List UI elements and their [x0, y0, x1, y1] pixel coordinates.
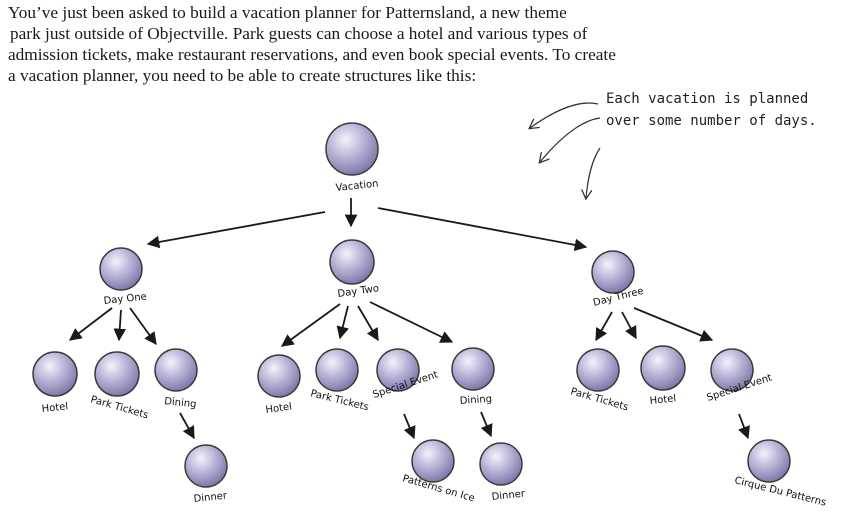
label-d1-dining: Dining: [164, 396, 197, 410]
node-d2-patterns-on-ice: [411, 439, 455, 483]
edge-day-two-special-event: [357, 305, 379, 342]
label-vacation: Vacation: [335, 179, 379, 194]
label-d1-hotel: Hotel: [41, 401, 69, 415]
label-d2-hotel: Hotel: [265, 401, 293, 416]
edge-day-one-hotel: [68, 307, 113, 341]
nodes: [32, 122, 791, 488]
node-d2-dinner: [479, 442, 523, 486]
edge-day-three-park-tickets: [595, 311, 613, 342]
edge-vacation-day-one: [146, 211, 326, 249]
handwritten-annotation: Each vacation is planned over some numbe…: [606, 88, 817, 132]
intro-line: You’ve just been asked to build a vacati…: [8, 3, 567, 22]
annotation-arrow: [530, 102, 599, 128]
edge-dining-dinner-2: [480, 411, 493, 438]
node-d3-park-tickets: [576, 348, 620, 392]
label-day-one: Day One: [103, 292, 147, 307]
node-d3-cirque: [747, 439, 791, 483]
intro-line: park just outside of Objectville. Park g…: [10, 24, 588, 43]
node-d2-hotel: [257, 354, 301, 398]
edge-day-two-hotel: [280, 303, 341, 347]
node-vacation: [325, 122, 379, 176]
annotation-arrow: [540, 117, 601, 162]
node-d1-dining: [154, 348, 198, 392]
node-d1-hotel: [32, 351, 78, 397]
intro-paragraph: You’ve just been asked to build a vacati…: [8, 2, 708, 86]
node-d3-hotel: [640, 345, 686, 391]
edge-day-two-dining: [369, 301, 454, 343]
label-d3-cirque: Cirque Du Patterns: [733, 475, 827, 508]
node-d1-park-tickets: [94, 351, 140, 397]
edge-vacation-day-three: [377, 207, 588, 252]
intro-line: a vacation planner, you need to be able …: [8, 66, 477, 85]
label-d3-hotel: Hotel: [649, 393, 677, 407]
node-d2-special-event: [376, 348, 420, 392]
edge-special-event-patterns-on-ice: [403, 413, 416, 440]
connectors: [68, 198, 750, 440]
edge-dining-dinner: [179, 412, 195, 440]
edge-day-one-dining: [129, 307, 157, 346]
label-d2-dining: Dining: [459, 394, 492, 407]
annotation-line: over some number of days.: [606, 113, 817, 129]
node-day-two: [329, 239, 375, 285]
label-d1-park-tickets: Park Tickets: [89, 394, 149, 421]
label-d1-dinner: Dinner: [193, 490, 228, 505]
label-d2-dinner: Dinner: [491, 488, 526, 503]
node-day-three: [591, 250, 635, 294]
annotation-arrows: [530, 102, 601, 198]
label-day-two: Day Two: [337, 283, 380, 300]
edge-day-one-park-tickets: [113, 309, 127, 342]
intro-line: admission tickets, make restaurant reser…: [8, 45, 616, 64]
node-day-one: [99, 247, 143, 291]
annotation-arrow: [586, 147, 601, 198]
edge-special-event-cirque: [738, 413, 750, 440]
edge-day-three-special-event: [633, 307, 714, 342]
edge-day-three-hotel: [621, 311, 637, 340]
node-d1-dinner: [184, 444, 228, 488]
edge-day-two-park-tickets: [336, 305, 349, 340]
label-d2-park-tickets: Park Tickets: [309, 388, 369, 413]
node-d2-dining: [451, 347, 495, 391]
node-d2-park-tickets: [315, 348, 359, 392]
annotation-line: Each vacation is planned: [606, 91, 809, 107]
node-d3-special-event: [710, 348, 754, 392]
